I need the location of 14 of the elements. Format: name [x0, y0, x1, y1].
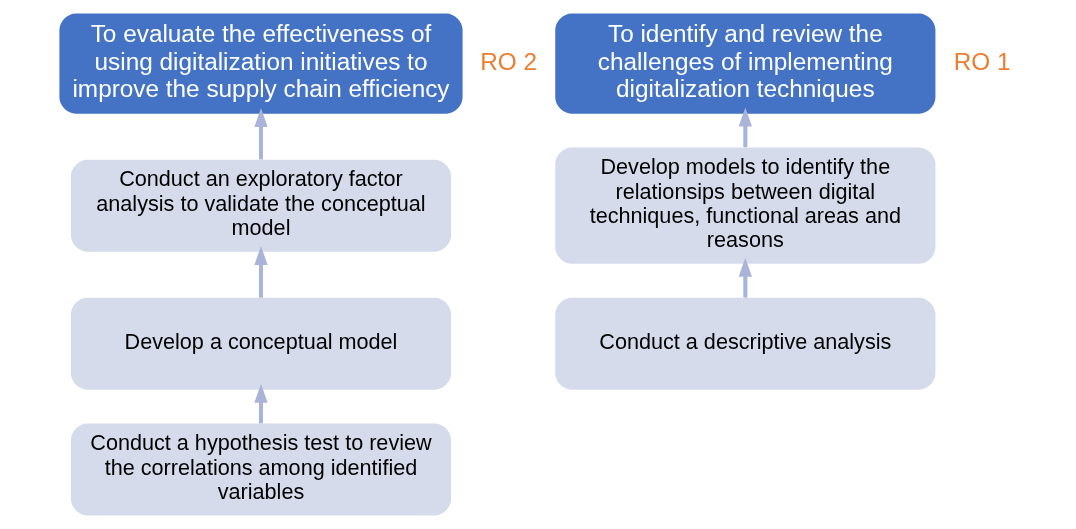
node-label: RO 1	[953, 47, 1011, 75]
node-label: RO 2	[480, 47, 537, 75]
arrow	[738, 257, 752, 298]
arrow	[254, 245, 268, 298]
node-box: To identify and review the challenges of implementing digitalization techniques	[555, 13, 936, 114]
node-box: Conduct an exploratory factor analysis to validate the conceptual model	[70, 159, 452, 252]
arrow	[254, 107, 268, 160]
node-box: Develop a conceptual model	[70, 297, 452, 390]
node-box: Conduct a hypothesis test to review the correlations among identified variables	[70, 423, 452, 516]
node-box: To evaluate the effectiveness of using digitalization initiatives to improve the supply chain efficiency	[59, 13, 463, 114]
arrow	[738, 107, 752, 148]
node-box: Develop models to identify the relationsips between digital techniques, functional areas and reasons	[555, 147, 936, 264]
arrow	[254, 383, 268, 424]
node-box: Conduct a descriptive analysis	[555, 297, 936, 390]
